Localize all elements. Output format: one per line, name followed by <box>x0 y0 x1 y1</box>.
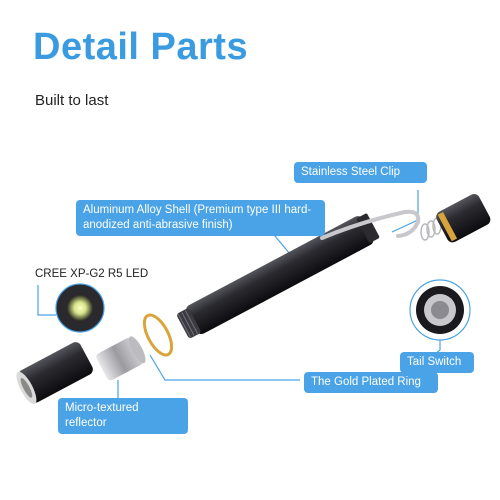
led-zoom <box>55 283 105 333</box>
led-leader-line <box>37 285 56 316</box>
head-piece <box>16 342 93 404</box>
clip-shape <box>320 209 421 240</box>
ring-leader-line <box>149 354 300 381</box>
callout-ring: The Gold Plated Ring <box>304 372 438 393</box>
tail-cap <box>436 194 491 243</box>
page-title: Detail Parts <box>33 26 249 68</box>
page-subtitle: Built to last <box>35 92 109 109</box>
reflector-piece <box>96 336 146 381</box>
callout-shell: Aluminum Alloy Shell (Premium type III h… <box>76 200 325 236</box>
callout-tail-switch: Tail Switch <box>400 352 474 373</box>
body-tube <box>177 213 380 338</box>
callout-reflector: Micro-textured reflector <box>58 398 188 434</box>
callout-led: CREE XP-G2 R5 LED <box>35 268 149 280</box>
gold-ring <box>142 313 174 357</box>
tail-switch-zoom <box>409 279 471 341</box>
callout-clip: Stainless Steel Clip <box>294 162 427 183</box>
